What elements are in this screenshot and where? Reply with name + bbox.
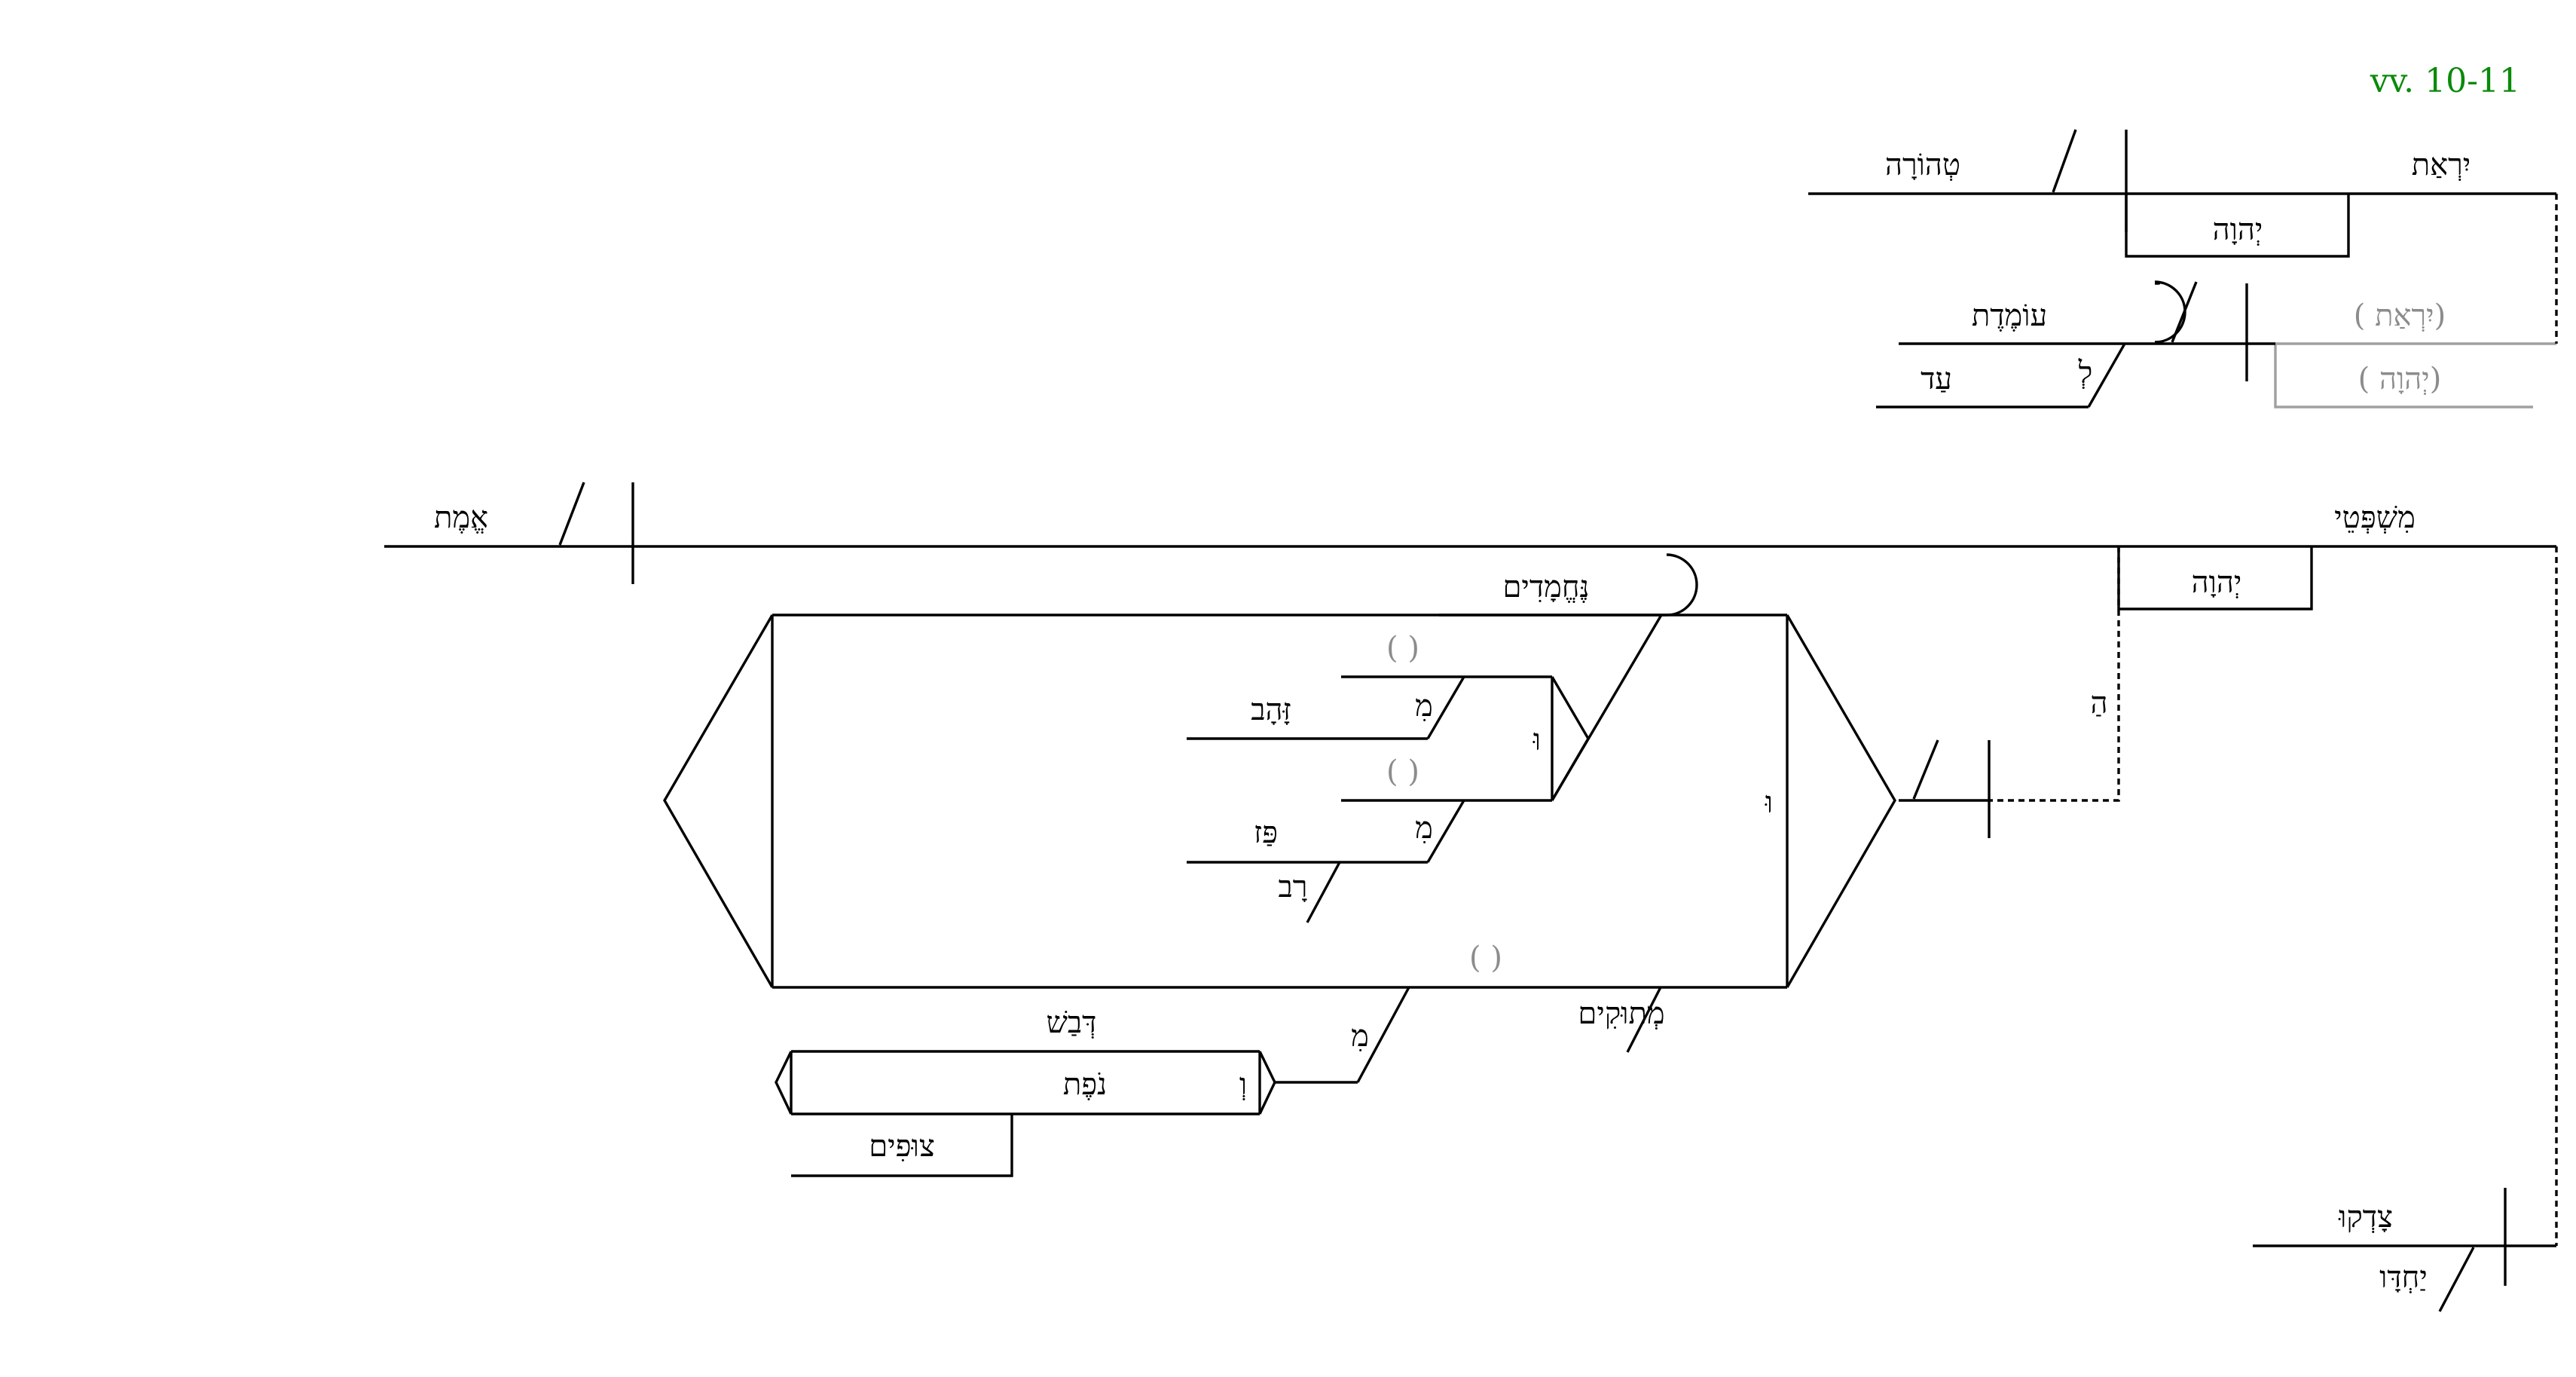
empty-paren-2: ( ) xyxy=(1386,754,1419,789)
word-yhwh: יְהוָה xyxy=(2213,213,2263,247)
word-metukim: מְתוּקִים xyxy=(1578,996,1664,1031)
clause-fear-of-lord: יִרְאַת טְהוֹרָה יְהוָה xyxy=(1808,129,2556,258)
word-le: לְ xyxy=(2078,356,2093,390)
word-tsadeku: צָדְקוּ xyxy=(2338,1200,2393,1235)
word-tehorah: טְהוֹרָה xyxy=(1885,148,1960,182)
word-yirat-implied: ( יִרְאַת) xyxy=(2354,298,2446,333)
word-ha: הַ xyxy=(2090,686,2107,721)
word-nechemadim: נֶּחֱמָדִים xyxy=(1502,570,1589,604)
clause-enduring: ( יִרְאַת) ( יְהוָה) עוֹמֶדֶת לְ עַד xyxy=(1876,280,2556,409)
word-vav-outer: וּ xyxy=(1765,785,1773,820)
clause-judgments: מִשְׁפְּטֵי אֱמֶת יְהוָה xyxy=(384,482,2556,610)
word-yhwh2: יְהוָה xyxy=(2192,565,2242,600)
word-paz: פַּז xyxy=(1254,815,1278,850)
clause-desirable: הַ וּ נֶּחֱמָדִים וּ ( ) מִ זָּהָב ( ) xyxy=(663,546,2120,1177)
word-yhwh-implied: ( יְהוָה) xyxy=(2358,362,2442,396)
empty-paren-1: ( ) xyxy=(1386,631,1419,666)
word-ve: וְ xyxy=(1239,1067,1247,1102)
word-tsufim: צוּפִים xyxy=(869,1129,935,1164)
verse-reference: vv. 10-11 xyxy=(2370,62,2520,100)
word-ad: עַד xyxy=(1921,362,1952,396)
word-devash: דְּבַשׁ xyxy=(1047,1005,1097,1040)
word-mishpetei: מִשְׁפְּטֵי xyxy=(2334,500,2416,535)
word-rav: רָב xyxy=(1279,870,1308,904)
empty-paren-3: ( ) xyxy=(1469,941,1502,975)
word-yachdav: יַחְדָּו xyxy=(2379,1260,2428,1295)
word-zahav: זָּהָב xyxy=(1251,693,1291,727)
word-mi-3: מִ xyxy=(1351,1019,1369,1054)
word-mi-2: מִ xyxy=(1415,811,1433,846)
word-vav-inner: וּ xyxy=(1532,723,1541,757)
word-omedet: עוֹמֶדֶת xyxy=(1972,298,2047,333)
word-emet: אֱמֶת xyxy=(434,500,488,535)
clause-righteous: צָדְקוּ יַחְדָּו xyxy=(2253,1188,2556,1312)
word-mi-1: מִ xyxy=(1415,689,1433,724)
word-nofet: נֹפֶת xyxy=(1063,1067,1107,1102)
word-yirat: יִרְאַת xyxy=(2412,148,2471,182)
